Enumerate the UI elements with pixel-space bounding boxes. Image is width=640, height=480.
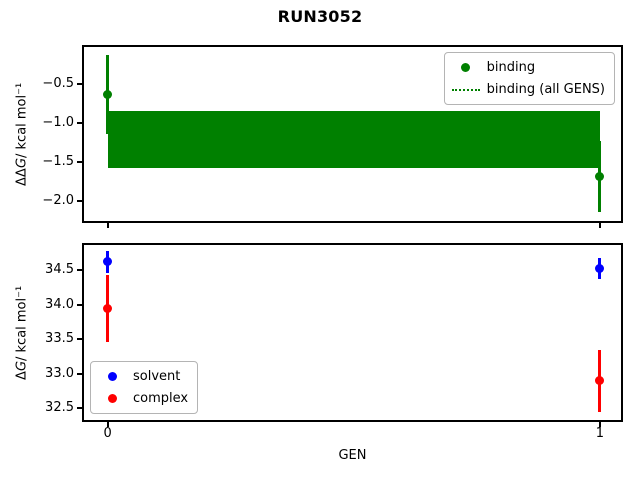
bottom-axes: 34.5 34.0 33.5 33.0 32.5 0 1 solvent complex [45, 243, 623, 441]
y-tick-mark [77, 407, 82, 410]
y-tick-label: 33.5 [45, 331, 74, 347]
complex-point [103, 303, 113, 313]
legend: binding binding (all GENS) [443, 52, 615, 105]
legend-label: binding [486, 60, 536, 75]
y-tick-label: 34.0 [45, 296, 74, 312]
y-tick-label: −0.5 [42, 75, 74, 91]
solvent-point [595, 263, 605, 273]
legend-entry: solvent [96, 367, 188, 386]
top-plot-area: −0.5 −1.0 −1.5 −2.0 [42, 47, 621, 228]
x-tick-mark [598, 422, 601, 427]
legend-dot-icon [96, 394, 128, 403]
legend-dot-icon [96, 372, 128, 381]
y-tick-mark [77, 303, 82, 306]
y-tick-label: 34.5 [45, 262, 74, 278]
x-tick-label: 0 [103, 426, 112, 441]
legend-entry: binding [450, 58, 605, 77]
y-tick-label: 33.0 [45, 365, 74, 381]
y-tick-mark [77, 161, 82, 164]
y-tick-mark [77, 200, 82, 203]
legend-entry: binding (all GENS) [450, 80, 605, 99]
dot-glyph [461, 63, 471, 72]
x-tick-mark [598, 223, 601, 228]
binding-point [103, 90, 113, 100]
dot-glyph [107, 372, 117, 381]
bottom-plot-area: 34.5 34.0 33.5 33.0 32.5 0 1 [45, 245, 621, 441]
legend-label: complex [133, 391, 189, 406]
legend-label: solvent [133, 369, 181, 384]
y-tick-mark [77, 338, 82, 341]
top-axes: −0.5 −1.0 −1.5 −2.0 binding binding (all GEN… [42, 45, 623, 228]
y-tick-mark [77, 121, 82, 124]
legend: solvent complex [90, 361, 199, 414]
x-tick-mark [106, 223, 109, 228]
y-tick-label: −1.5 [42, 154, 74, 170]
figure-title: RUN3052 [277, 7, 363, 26]
y-tick-mark [77, 269, 82, 272]
x-tick-mark [106, 422, 109, 427]
complex-point [595, 376, 605, 386]
y-tick-label: 32.5 [45, 400, 74, 416]
confidence-band [107, 111, 600, 168]
y-tick-label: −2.0 [42, 193, 74, 209]
binding-point [595, 171, 605, 181]
legend-label: binding (all GENS) [486, 82, 605, 97]
y-tick-mark [77, 82, 82, 85]
legend-dot-icon [450, 63, 482, 72]
x-tick-label: 1 [595, 426, 604, 441]
legend-entry: complex [96, 389, 188, 408]
y-tick-label: −1.0 [42, 114, 74, 130]
dotted-line-glyph [451, 88, 480, 91]
solvent-point [103, 257, 113, 267]
legend-dotted-line-icon [450, 88, 482, 91]
y-tick-mark [77, 372, 82, 375]
x-axis-label: GEN [338, 448, 367, 463]
dot-glyph [107, 394, 117, 403]
